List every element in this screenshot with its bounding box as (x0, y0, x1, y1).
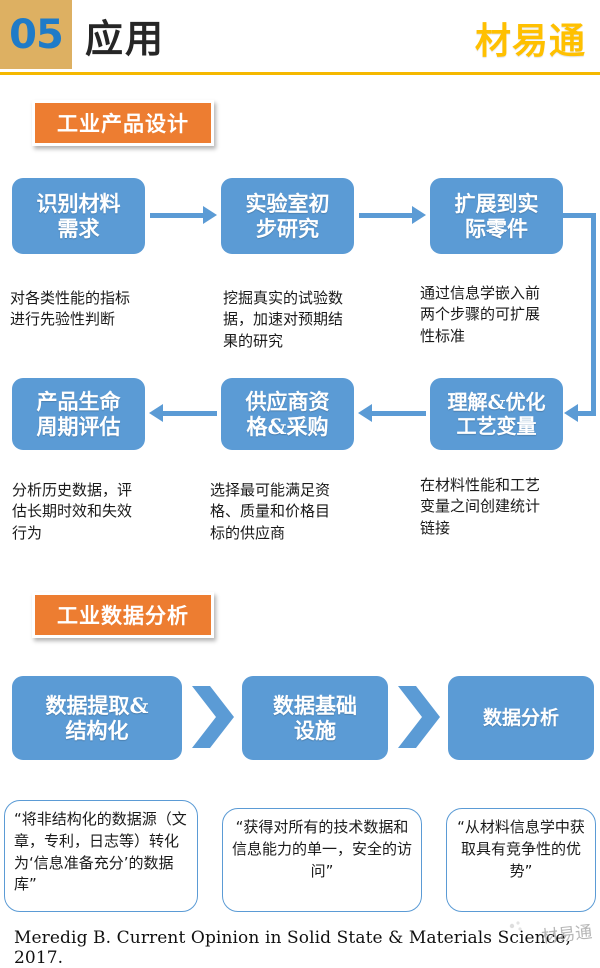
flow-arrowhead-r2-2 (149, 404, 163, 422)
process-box-supplier-qualification-procurement[interactable]: 供应商资 格&采购 (221, 378, 354, 450)
brand-logo: 材易通 (474, 21, 586, 62)
process-box-data-infrastructure[interactable]: 数据基础 设施 (242, 676, 388, 760)
header-number-badge (0, 0, 72, 69)
flow-arrow-r2-2 (163, 411, 217, 416)
process-box-data-analysis[interactable]: 数据分析 (448, 676, 594, 760)
quote-data-infrastructure: “获得对所有的技术数据和信息能力的单一，安全的访问” (222, 808, 422, 912)
section-banner-data-analysis: 工业数据分析 (32, 592, 214, 638)
page-title: 应用 (85, 17, 166, 61)
caption-supplier-qualification-procurement: 选择最可能满足资 格、质量和价格目 标的供应商 (210, 481, 331, 542)
caption-scale-to-real-parts: 通过信息学嵌入前 两个步骤的可扩展 性标准 (420, 284, 541, 345)
process-box-data-extraction-structuring[interactable]: 数据提取& 结构化 (12, 676, 182, 760)
wrap-connector-vertical (591, 213, 596, 416)
flow-arrowhead-r2-1 (358, 404, 372, 422)
citation-footer: Meredig B. Current Opinion in Solid Stat… (14, 928, 572, 968)
caption-identify-material-needs: 对各类性能的指标 进行先验性判断 (10, 289, 131, 329)
quote-data-analysis: “从材料信息学中获取具有竞争性的优势” (446, 808, 596, 912)
watermark-text: 材易通 (540, 922, 594, 948)
process-box-lab-preliminary-research[interactable]: 实验室初 步研究 (221, 178, 354, 254)
wrap-connector-arrowhead (564, 404, 578, 422)
wrap-connector-bottom (578, 411, 596, 416)
chevron-arrow-icon-2 (398, 686, 440, 748)
header-divider (0, 72, 600, 75)
flow-arrow-r1-2 (359, 213, 412, 218)
caption-lab-preliminary-research: 挖掘真实的试验数 据，加速对预期结 果的研究 (223, 289, 344, 350)
header-number: 05 (9, 11, 64, 58)
flow-arrowhead-r1-1 (203, 206, 217, 224)
process-box-product-lifecycle-assessment[interactable]: 产品生命 周期评估 (12, 378, 145, 450)
flow-arrowhead-r1-2 (412, 206, 426, 224)
chevron-arrow-icon-1 (192, 686, 234, 748)
quote-data-extraction: “将非结构化的数据源（文章，专利，日志等）转化为‘信息准备充分’的数据库” (4, 800, 198, 912)
process-box-understand-optimize-process-variables[interactable]: 理解&优化 工艺变量 (430, 378, 563, 450)
caption-product-lifecycle-assessment: 分析历史数据，评 估长期时效和失效 行为 (12, 481, 133, 542)
process-box-identify-material-needs[interactable]: 识别材料 需求 (12, 178, 145, 254)
flow-arrow-r1-1 (150, 213, 203, 218)
flow-arrow-r2-1 (372, 411, 426, 416)
section-banner-design: 工业产品设计 (32, 100, 214, 146)
process-box-scale-to-real-parts[interactable]: 扩展到实 际零件 (430, 178, 563, 254)
watermark-seal-icon (509, 921, 522, 931)
wrap-connector-top (563, 213, 596, 218)
caption-understand-optimize-process-variables: 在材料性能和工艺 变量之间创建统计 链接 (420, 476, 541, 537)
